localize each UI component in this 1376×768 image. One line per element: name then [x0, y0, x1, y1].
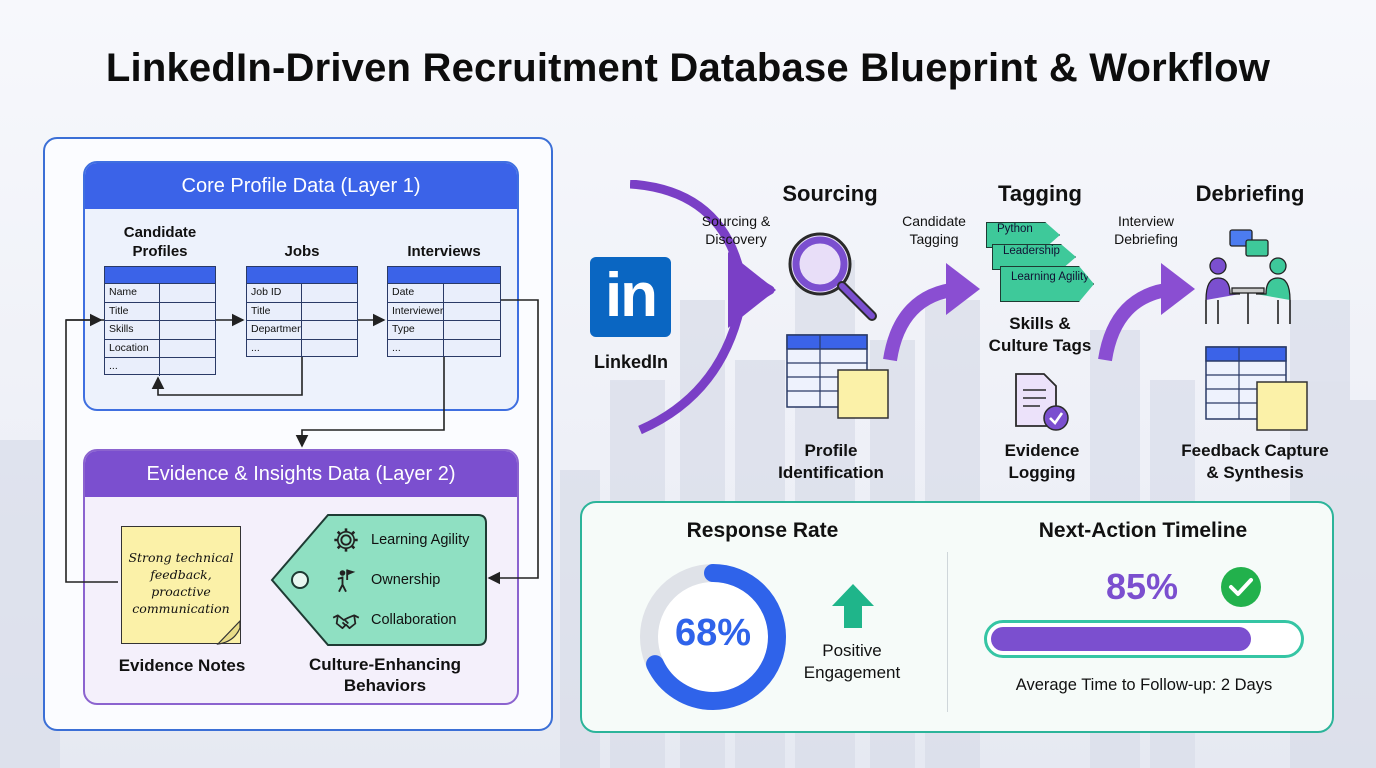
- note-line: proactive: [151, 584, 211, 599]
- step-line2: Debriefing: [1114, 231, 1178, 247]
- table-row: Type: [388, 321, 500, 340]
- flag-person-icon: [337, 569, 356, 593]
- stage-title-sourcing: Sourcing: [782, 181, 878, 206]
- table-row: Title: [247, 302, 357, 321]
- table-interviews: Date Interviewer Type ...: [387, 266, 501, 357]
- tag-learning-agility: Learning Agility: [1000, 266, 1094, 302]
- caption-line2: Behaviors: [343, 676, 427, 695]
- feedback-table-icon: [1205, 346, 1308, 431]
- table-row: Name: [105, 284, 215, 303]
- step-label-sourcing: Sourcing & Discovery: [688, 212, 784, 248]
- magnifier-icon: [788, 232, 877, 321]
- feedback-capture-caption: Feedback Capture & Synthesis: [1170, 440, 1340, 484]
- step-line1: Interview: [1117, 213, 1175, 229]
- page-title: LinkedIn-Driven Recruitment Database Blu…: [105, 46, 1271, 90]
- note-line: feedback,: [150, 567, 212, 582]
- check-circle-icon: [1221, 567, 1261, 607]
- step-label-tagging: Candidate Tagging: [886, 212, 982, 248]
- step-line1: Candidate: [902, 213, 966, 229]
- linkedin-label: LinkedIn: [593, 352, 668, 372]
- caption-line2: & Synthesis: [1206, 463, 1304, 482]
- caption-line1: Feedback Capture: [1181, 441, 1329, 460]
- gear-icon: [334, 528, 358, 552]
- note-curl-icon: [216, 620, 241, 645]
- progress-fill: [991, 627, 1252, 651]
- label-line1: Positive: [822, 641, 882, 660]
- evidence-logging-caption: Evidence Logging: [980, 440, 1104, 484]
- linkedin-logo: in: [590, 257, 671, 337]
- evidence-note: Strong technical feedback, proactive com…: [121, 526, 241, 644]
- caption-line1: Culture-Enhancing: [308, 655, 462, 674]
- table-row: ...: [247, 339, 357, 357]
- metrics-divider: [947, 552, 948, 712]
- step-line1: Sourcing &: [701, 213, 771, 229]
- response-rate-donut: [640, 564, 786, 710]
- handshake-icon: [332, 614, 360, 630]
- table-row: Skills: [105, 321, 215, 340]
- behavior-label: Ownership: [371, 572, 441, 588]
- layer2-title: Evidence & Insights Data (Layer 2): [85, 451, 517, 497]
- behavior-label: Collaboration: [371, 612, 457, 628]
- list-item: Ownership: [331, 565, 491, 595]
- table-row: Interviewer: [388, 302, 500, 321]
- table-row: Job ID: [247, 284, 357, 303]
- caption-line2: Culture Tags: [988, 336, 1092, 355]
- document-check-icon: [1015, 373, 1069, 431]
- list-item: Collaboration: [331, 605, 491, 635]
- profile-identification-caption: Profile Identification: [760, 440, 902, 484]
- funnel-curve-icon: [630, 180, 776, 435]
- response-rate-title: Response Rate: [686, 519, 839, 542]
- evidence-notes-caption: Evidence Notes: [118, 656, 246, 675]
- profile-table-icon: [786, 334, 889, 419]
- behavior-label: Learning Agility: [371, 532, 470, 548]
- arrow-to-tagging-icon: [883, 263, 980, 362]
- layer1-title: Core Profile Data (Layer 1): [85, 163, 517, 209]
- step-label-debriefing: Interview Debriefing: [1098, 212, 1194, 248]
- tags-caption: Skills & Culture Tags: [970, 313, 1110, 357]
- caption-line2: Identification: [778, 463, 884, 482]
- engagement-label: Positive Engagement: [792, 640, 912, 684]
- caption-line1: Evidence: [1004, 441, 1080, 460]
- caption-line1: Profile: [804, 441, 858, 460]
- table-title-interviews: Interviews: [407, 243, 481, 260]
- stage-title-debriefing: Debriefing: [1195, 181, 1305, 206]
- behaviors-caption: Culture-Enhancing Behaviors: [300, 654, 470, 696]
- table-row: ...: [388, 339, 500, 357]
- arrow-to-debriefing-icon: [1098, 263, 1195, 362]
- table-row: ...: [105, 358, 215, 376]
- note-line: communication: [132, 601, 230, 616]
- table-title-line1: Candidate: [123, 224, 197, 241]
- culture-tag-shape: [270, 514, 487, 646]
- behaviors-list: Learning Agility Ownership Collaboration: [331, 525, 491, 635]
- table-title-jobs: Jobs: [284, 243, 320, 260]
- caption-line2: Logging: [1008, 463, 1076, 482]
- timeline-progress-bar: [984, 620, 1304, 658]
- list-item: Learning Agility: [331, 525, 491, 555]
- timeline-value: 85%: [1105, 566, 1179, 607]
- up-arrow-icon: [832, 584, 874, 628]
- meeting-discussion-icon: [1205, 229, 1291, 324]
- step-line2: Tagging: [909, 231, 959, 247]
- table-row: Title: [105, 302, 215, 321]
- response-rate-value: 68%: [674, 612, 752, 654]
- caption-line1: Skills &: [1009, 314, 1071, 333]
- table-row: Location: [105, 339, 215, 358]
- stage-title-tagging: Tagging: [998, 181, 1082, 206]
- step-line2: Discovery: [705, 231, 767, 247]
- table-jobs: Job ID Title Department ...: [246, 266, 358, 357]
- table-candidate-profiles: Name Title Skills Location ...: [104, 266, 216, 376]
- table-title-line2: Profiles: [132, 243, 188, 260]
- table-row: Date: [388, 284, 500, 303]
- table-title-candidate-profiles: Candidate Profiles: [104, 223, 216, 261]
- note-line: Strong technical: [128, 550, 234, 565]
- table-row: Department: [247, 321, 357, 340]
- label-line2: Engagement: [803, 663, 901, 682]
- timeline-title: Next-Action Timeline: [1038, 519, 1248, 542]
- followup-text: Average Time to Follow-up: 2 Days: [1015, 676, 1273, 694]
